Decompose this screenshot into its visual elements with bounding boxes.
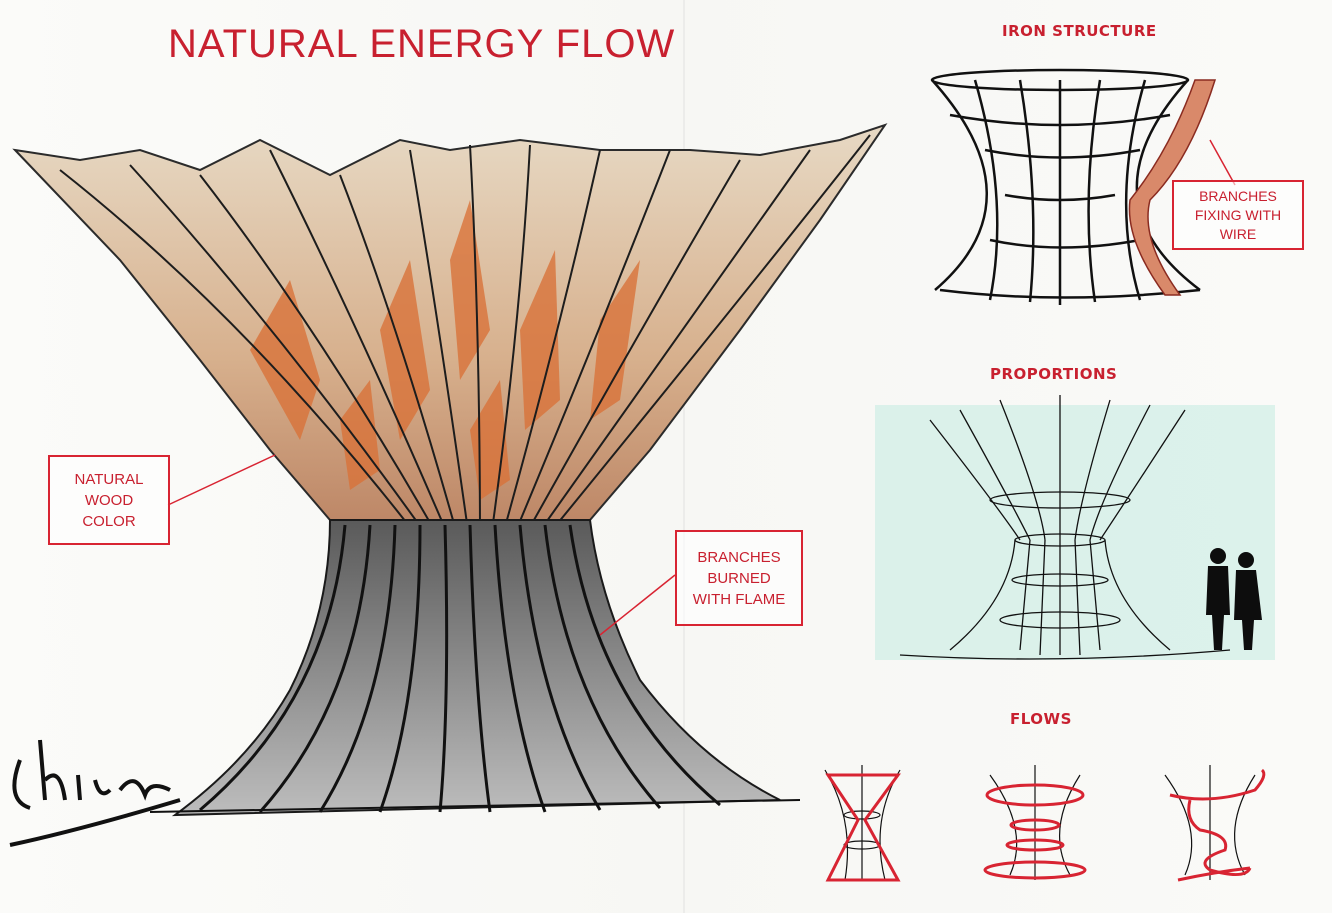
note-line: BRANCHES (697, 548, 781, 566)
trunk-branch-lines (199, 524, 721, 813)
crown-branch-lines (59, 134, 871, 546)
leader-branches-fixing (1209, 139, 1236, 186)
note-line: BRANCHES (1199, 187, 1277, 204)
note-branches-burned: BRANCHES BURNED WITH FLAME (675, 530, 803, 626)
note-line: BURNED (707, 569, 771, 587)
section-title-proportions: PROPORTIONS (990, 365, 1118, 383)
flow-sketch-3 (1164, 765, 1266, 882)
signature-scribble (9, 739, 181, 847)
note-branches-fixing-wire: BRANCHES FIXING WITH WIRE (1172, 180, 1304, 250)
proportions-wash (875, 405, 1275, 660)
note-line: WIRE (1219, 225, 1257, 242)
note-line: NATURAL (74, 470, 144, 488)
human-scale-figures-icon (1206, 548, 1262, 650)
note-line: COLOR (82, 512, 136, 530)
flow-sketch-2 (983, 765, 1087, 880)
flow-sketch-1 (824, 765, 901, 882)
section-title-iron-structure: IRON STRUCTURE (1002, 22, 1157, 40)
note-natural-wood-color: NATURAL WOOD COLOR (48, 455, 170, 545)
wire-fixed-branch (1128, 79, 1217, 296)
paper-fold (683, 0, 685, 913)
note-line: WOOD (84, 491, 134, 509)
section-title-flows: FLOWS (1010, 710, 1072, 728)
note-line: WITH FLAME (692, 590, 786, 608)
note-line: FIXING WITH (1194, 206, 1282, 223)
page-title: NATURAL ENERGY FLOW (168, 22, 676, 66)
leader-burned (599, 574, 676, 636)
leader-natural-wood (167, 454, 276, 506)
